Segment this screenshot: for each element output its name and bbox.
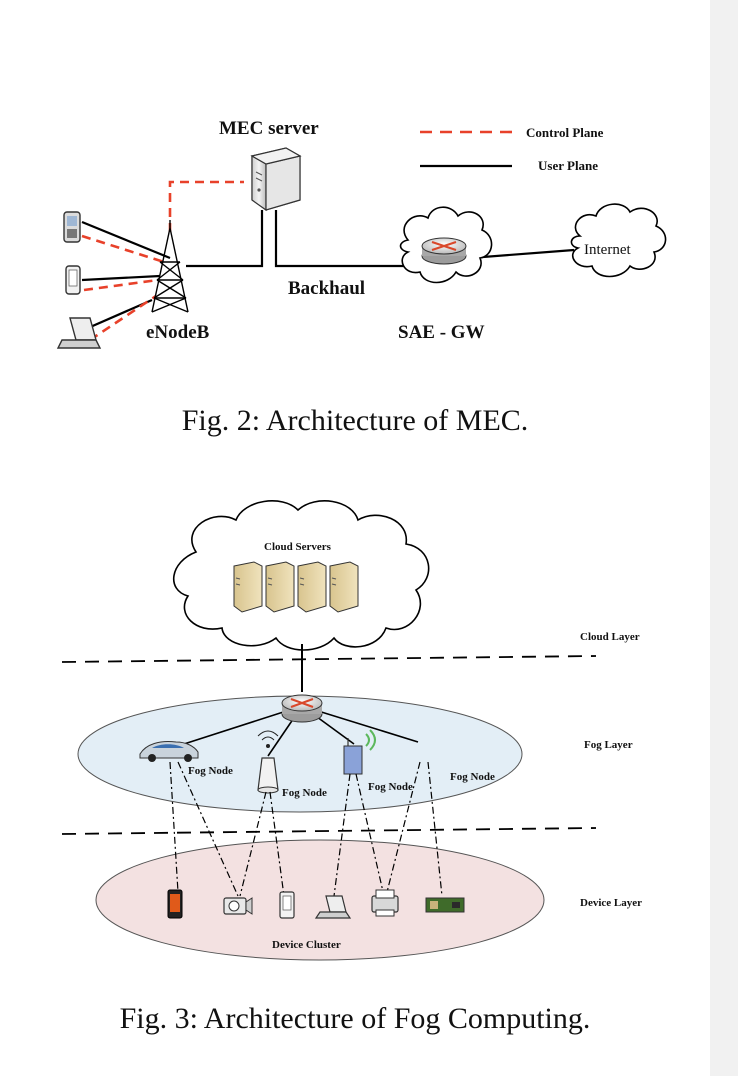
mec-server-label: MEC server xyxy=(219,118,319,139)
control-plane-links xyxy=(81,180,244,342)
smartphone-device-icon xyxy=(167,889,183,919)
enodeb-label: eNodeB xyxy=(146,322,210,343)
backhaul-label: Backhaul xyxy=(288,278,365,299)
fog-layer-label: Fog Layer xyxy=(584,739,633,751)
server-rack-2 xyxy=(265,561,295,613)
wifi-router-fog-node-icon xyxy=(343,729,376,775)
legend: Control Plane User Plane xyxy=(420,125,604,173)
sae-gw-label: SAE - GW xyxy=(398,322,485,343)
laptop-device-icon xyxy=(314,895,352,919)
user-plane-links xyxy=(81,210,575,330)
laptop-icon xyxy=(56,317,102,349)
device-layer-label: Device Layer xyxy=(580,897,642,909)
handheld-device-icon xyxy=(65,265,81,295)
device-cluster-label: Device Cluster xyxy=(272,939,341,951)
mec-diagram: Control Plane User Plane MEC server eNod… xyxy=(56,118,667,349)
access-point-fog-node-icon xyxy=(257,730,279,794)
server-rack-1 xyxy=(233,561,263,613)
legend-user-plane: User Plane xyxy=(538,158,598,173)
fog-device-links xyxy=(169,761,443,897)
figure-3-caption: Fig. 3: Architecture of Fog Computing. xyxy=(119,1002,591,1035)
page-margin-strip xyxy=(710,0,738,1076)
fog-device-separator xyxy=(61,827,597,835)
printer-device-icon xyxy=(371,889,399,917)
video-camera-device-icon xyxy=(223,897,253,915)
server-rack-3 xyxy=(297,561,327,613)
cloud-servers-label: Cloud Servers xyxy=(264,541,332,553)
fog-node-label-4: Fog Node xyxy=(450,771,495,783)
legend-control-plane: Control Plane xyxy=(526,125,604,140)
fog-diagram: Cloud Servers xyxy=(61,500,642,961)
fog-router-icon xyxy=(281,694,323,723)
handheld-device-icon-2 xyxy=(279,891,295,919)
car-fog-node-icon xyxy=(139,741,199,762)
figure-2-caption: Fig. 2: Architecture of MEC. xyxy=(181,404,529,437)
server-rack-4 xyxy=(329,561,359,613)
cloud-layer-label: Cloud Layer xyxy=(580,631,640,643)
device-layer-ellipse xyxy=(95,839,545,961)
sensor-device-icon xyxy=(425,897,465,913)
sae-gw-router-icon xyxy=(421,237,467,265)
cloud-fog-separator xyxy=(61,655,597,663)
fog-node-label-2: Fog Node xyxy=(282,787,327,799)
fog-node-label-1: Fog Node xyxy=(188,765,233,777)
cloud-server-rack-icons xyxy=(233,561,359,613)
enodeb-tower-icon xyxy=(151,220,189,313)
mec-server-icon xyxy=(250,147,302,212)
internet-cloud-icon xyxy=(570,203,667,278)
mobile-phone-icon xyxy=(63,211,81,243)
internet-label: Internet xyxy=(584,242,631,258)
fog-node-label-3: Fog Node xyxy=(368,781,413,793)
